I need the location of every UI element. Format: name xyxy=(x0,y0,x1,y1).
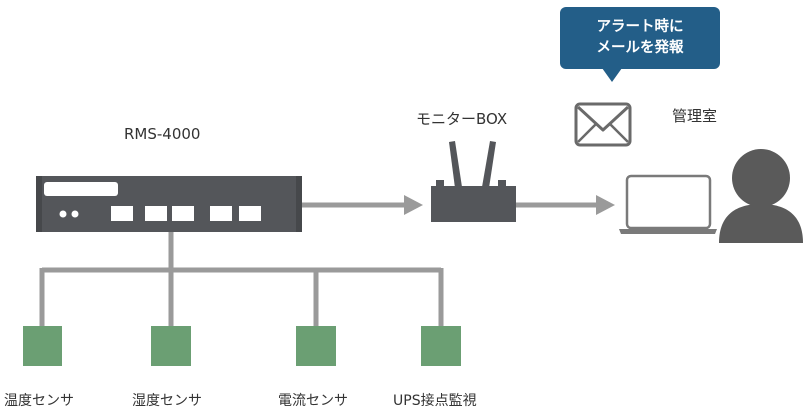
person-body xyxy=(719,204,803,243)
arrow-box-to-laptop xyxy=(516,195,615,215)
sensor-label-temperature: 温度センサ xyxy=(4,393,74,409)
laptop-icon xyxy=(619,174,717,234)
arrow-device-to-box xyxy=(302,195,423,215)
sensor-current xyxy=(296,326,336,366)
envelope-icon xyxy=(574,102,632,147)
sensor-label-current: 電流センサ xyxy=(278,393,348,409)
sensor-ups-contact xyxy=(421,326,461,366)
device-port-4 xyxy=(210,206,232,221)
device-port-1 xyxy=(111,206,133,221)
person-head xyxy=(732,149,790,207)
device-led-2 xyxy=(71,210,79,218)
sensor-boxes xyxy=(23,326,461,366)
person-icon xyxy=(719,149,803,243)
alert-callout-line2: メールを発報 xyxy=(596,40,684,56)
device-display xyxy=(44,182,118,196)
sensor-label-humidity: 湿度センサ xyxy=(132,393,202,409)
device-port-5 xyxy=(239,206,261,221)
laptop-base xyxy=(619,229,717,234)
rms-device xyxy=(36,176,302,232)
router-icon xyxy=(431,141,516,222)
device-port-3 xyxy=(172,206,194,221)
monitor-box-label: モニターBOX xyxy=(416,110,508,128)
laptop-screen xyxy=(625,174,712,230)
router-antenna-right xyxy=(482,141,496,188)
sensor-label-ups: UPS接点監視 xyxy=(393,393,477,409)
alert-callout: アラート時に メールを発報 xyxy=(560,7,720,82)
management-room-label: 管理室 xyxy=(672,107,718,125)
router-body xyxy=(431,186,516,222)
sensor-bus xyxy=(39,231,444,330)
sensor-humidity xyxy=(151,326,191,366)
alert-callout-line1: アラート時に xyxy=(596,19,684,35)
device-port-2 xyxy=(145,206,167,221)
router-antenna-left xyxy=(449,141,462,188)
device-led-1 xyxy=(59,210,67,218)
sensor-temperature xyxy=(23,326,62,366)
device-name-label: RMS-4000 xyxy=(124,125,201,143)
